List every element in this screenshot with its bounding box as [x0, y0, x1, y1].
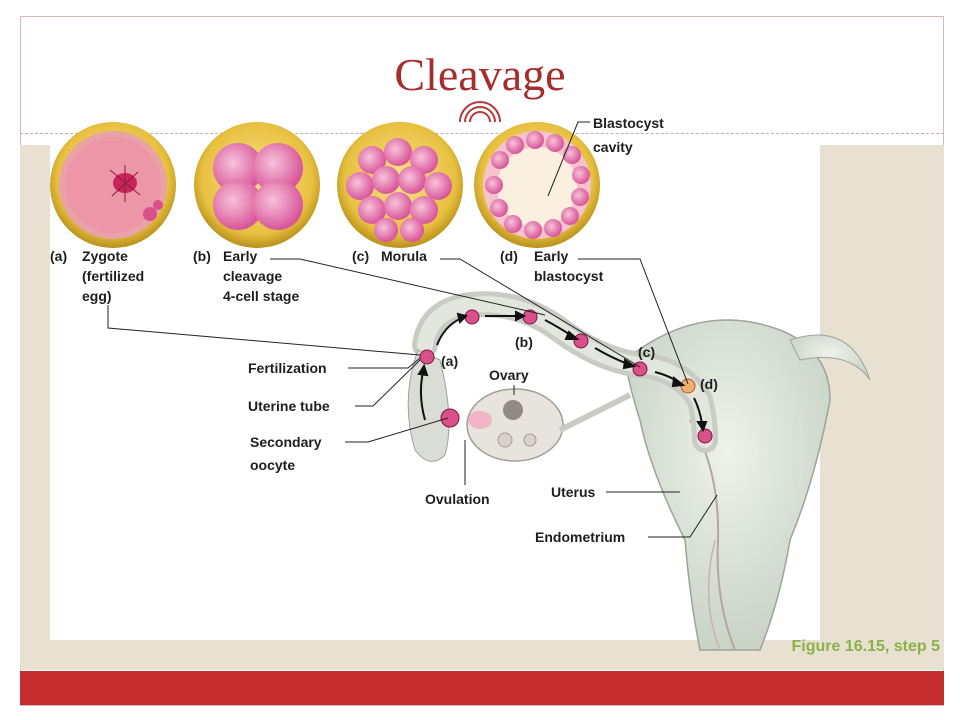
stage-a-letter: (a)	[50, 248, 67, 264]
uterine-tube-label: Uterine tube	[248, 398, 330, 414]
fertilization-label: Fertilization	[248, 360, 327, 376]
figure-caption: Figure 16.15, step 5	[791, 638, 940, 655]
stage-c-line1: Morula	[381, 248, 427, 264]
title-divider	[20, 133, 944, 134]
tract-marker-c: (c)	[638, 344, 655, 360]
leader-lines	[107, 121, 718, 538]
blastocyst-illustration	[474, 122, 600, 248]
stage-a-line1: Zygote	[82, 248, 128, 264]
ovarian-ligament	[558, 392, 632, 433]
uterus-label: Uterus	[551, 484, 596, 500]
four-cell-illustration	[194, 122, 320, 248]
secondary-oocyte-label-1: Secondary	[250, 434, 322, 450]
blastocyst-cavity-label-2: cavity	[593, 139, 633, 155]
tract-cells	[419, 309, 713, 444]
stage-d-line1: Early	[534, 248, 568, 264]
anatomy-labels: Blastocyst cavity Fertilization Uterine …	[248, 115, 718, 545]
slide-title: Cleavage	[394, 49, 566, 100]
stage-b-letter: (b)	[193, 248, 211, 264]
fimbriae	[407, 349, 450, 462]
secondary-oocyte-label-2: oocyte	[250, 457, 295, 473]
blastocyst-cavity-label-1: Blastocyst	[593, 115, 664, 131]
stage-a-line2: (fertilized	[82, 268, 144, 284]
title-ornament	[459, 101, 501, 123]
stage-a-line3: egg)	[82, 288, 112, 304]
bottom-bar	[20, 671, 944, 705]
stage-d-line2: blastocyst	[534, 268, 604, 284]
zygote-illustration	[50, 122, 176, 248]
stage-b-line2: cleavage	[223, 268, 282, 284]
stage-b-line1: Early	[223, 248, 257, 264]
ovary-illustration	[466, 388, 564, 462]
migration-arrows	[417, 310, 708, 433]
tract-marker-a: (a)	[441, 353, 458, 369]
tract-marker-d: (d)	[700, 376, 718, 392]
tract-marker-b: (b)	[515, 334, 533, 350]
stage-captions: (a) Zygote (fertilized egg) (b) Early cl…	[50, 248, 604, 304]
stage-d-letter: (d)	[500, 248, 518, 264]
ovary-label: Ovary	[489, 367, 529, 383]
morula-illustration	[337, 122, 463, 248]
stage-b-line3: 4-cell stage	[223, 288, 299, 304]
ovulation-label: Ovulation	[425, 491, 490, 507]
endometrium-label: Endometrium	[535, 529, 625, 545]
stage-c-letter: (c)	[352, 248, 369, 264]
